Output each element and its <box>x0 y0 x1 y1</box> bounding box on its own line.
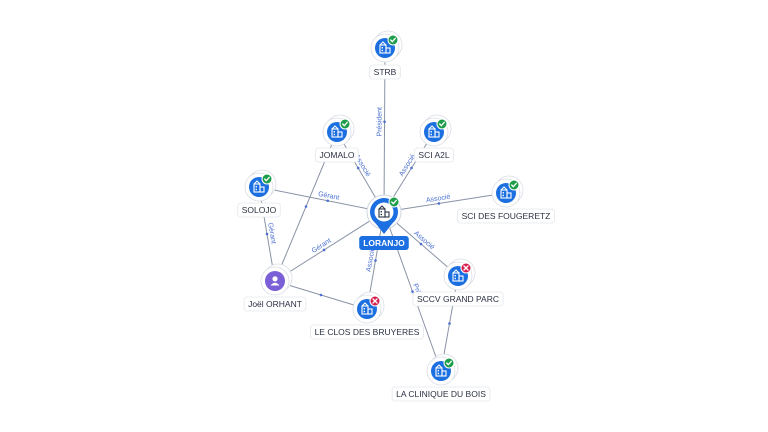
sci-des-fougeretz-status-check-icon <box>508 179 520 191</box>
node-label-strb: STRB <box>369 64 401 80</box>
edge-le-clos-des-bruyeres-relation-label: Associé <box>366 247 377 272</box>
sci-a2l-status-check-icon <box>436 118 448 130</box>
node-label-sci-a2l: SCI A2L <box>414 147 454 163</box>
edge-la-clinique-du-bois-relation-label: Prêt <box>411 283 422 297</box>
building-icon <box>253 180 265 193</box>
building-icon <box>361 302 373 315</box>
jomalo-status-check-icon <box>339 118 351 130</box>
edge-la-clinique-du-bois-arrow-icon <box>411 290 414 293</box>
nodes-layer: STRB JOMALO SCI A2L SOLOJO SCI DES FOUGERETZ… <box>237 30 555 402</box>
edge-jomalo-arrow-icon <box>356 166 360 170</box>
edge-joel-orhant-line <box>274 211 385 282</box>
edge-sccv-grand-parc-arrow-icon <box>419 242 423 246</box>
node-label-sci-des-fougeretz: SCI DES FOUGERETZ <box>457 208 555 224</box>
node-label-joel-orhant: Joël ORHANT <box>243 296 307 312</box>
node-label-jomalo: JOMALO <box>315 147 359 163</box>
building-icon <box>428 125 440 138</box>
edge-joel-orhant-jomalo-arrow-icon <box>304 205 308 208</box>
node-le-clos-des-bruyeres[interactable]: LE CLOS DES BRUYERES <box>310 291 424 340</box>
node-label-strb-text: STRB <box>374 67 397 77</box>
node-joel-orhant[interactable]: Joël ORHANT <box>243 263 307 312</box>
node-label-sccv-grand-parc: SCCV GRAND PARC <box>412 291 504 307</box>
person-icon <box>270 276 280 286</box>
la-clinique-du-bois-status-check-icon <box>443 357 455 369</box>
node-label-le-clos-des-bruyeres-text: LE CLOS DES BRUYERES <box>315 327 420 337</box>
center-label-text: LORANJO <box>363 238 405 248</box>
node-label-le-clos-des-bruyeres: LE CLOS DES BRUYERES <box>310 324 424 340</box>
node-label-la-clinique-du-bois: LA CLINIQUE DU BOIS <box>391 386 491 402</box>
edge-joel-orhant-le-clos-des-bruyeres <box>274 280 368 310</box>
building-icon <box>435 364 447 377</box>
solojo-status-check-icon <box>261 173 273 185</box>
edge-strb-relation-label: Président <box>376 107 383 137</box>
node-jomalo[interactable]: JOMALO <box>315 114 359 163</box>
edge-joel-orhant-solojo-arrow-icon <box>265 232 269 236</box>
building-icon <box>331 125 343 138</box>
edge-joel-orhant-solojo-relation-label: Gérant <box>266 222 277 244</box>
node-label-solojo-text: SOLOJO <box>242 205 277 215</box>
sccv-grand-parc-status-cross-icon <box>460 262 472 274</box>
node-sci-des-fougeretz[interactable]: SCI DES FOUGERETZ <box>457 175 555 224</box>
node-label-sci-des-fougeretz-text: SCI DES FOUGERETZ <box>462 211 551 221</box>
edge-solojo-line <box>258 186 385 213</box>
building-icon <box>379 41 391 54</box>
node-label-joel-orhant-text: Joël ORHANT <box>248 299 302 309</box>
le-clos-des-bruyeres-status-cross-icon <box>369 295 381 307</box>
edge-sci-des-fougeretz-relation-label: Associé <box>426 194 451 205</box>
node-label-sccv-grand-parc-text: SCCV GRAND PARC <box>417 294 499 304</box>
building-icon <box>500 186 512 199</box>
edge-sci-des-fougeretz-arrow-icon <box>437 202 441 205</box>
edge-sci-a2l-arrow-icon <box>410 166 413 170</box>
node-sci-a2l[interactable]: SCI A2L <box>414 114 454 163</box>
building-icon <box>452 269 464 282</box>
edge-sci-des-fougeretz-line <box>383 192 507 213</box>
center-label: LORANJO <box>359 236 409 250</box>
node-sccv-grand-parc[interactable]: SCCV GRAND PARC <box>412 258 504 307</box>
node-label-jomalo-text: JOMALO <box>320 150 355 160</box>
edge-joel-orhant-le-clos-des-bruyeres-arrow-icon <box>319 293 323 297</box>
edge-solojo-arrow-icon <box>326 199 330 203</box>
node-label-sci-a2l-text: SCI A2L <box>418 150 449 160</box>
edge-la-clinique-du-bois: Prêt <box>383 211 442 372</box>
node-label-solojo: SOLOJO <box>237 202 281 218</box>
node-solojo[interactable]: SOLOJO <box>237 169 281 218</box>
edge-strb-arrow-icon <box>383 120 386 124</box>
edge-sccv-grand-parc-relation-label: Associé <box>412 230 435 251</box>
edge-solojo: Gérant <box>258 186 385 213</box>
building-icon <box>378 205 390 218</box>
node-label-la-clinique-du-bois-text: LA CLINIQUE DU BOIS <box>396 389 486 399</box>
edge-le-clos-des-bruyeres-arrow-icon <box>374 259 377 262</box>
edge-solojo-relation-label: Gérant <box>317 191 339 202</box>
center-node[interactable]: LORANJO <box>359 194 409 250</box>
edge-sci-des-fougeretz: Associé <box>383 192 507 213</box>
center-status-check-icon <box>388 196 400 208</box>
edge-joel-orhant-arrow-icon <box>322 248 326 252</box>
strb-status-check-icon <box>387 34 399 46</box>
node-strb[interactable]: STRB <box>369 30 403 80</box>
edge-sccv-grand-parc-la-clinique-du-bois-arrow-icon <box>448 322 451 325</box>
node-la-clinique-du-bois[interactable]: LA CLINIQUE DU BOIS <box>391 353 491 402</box>
